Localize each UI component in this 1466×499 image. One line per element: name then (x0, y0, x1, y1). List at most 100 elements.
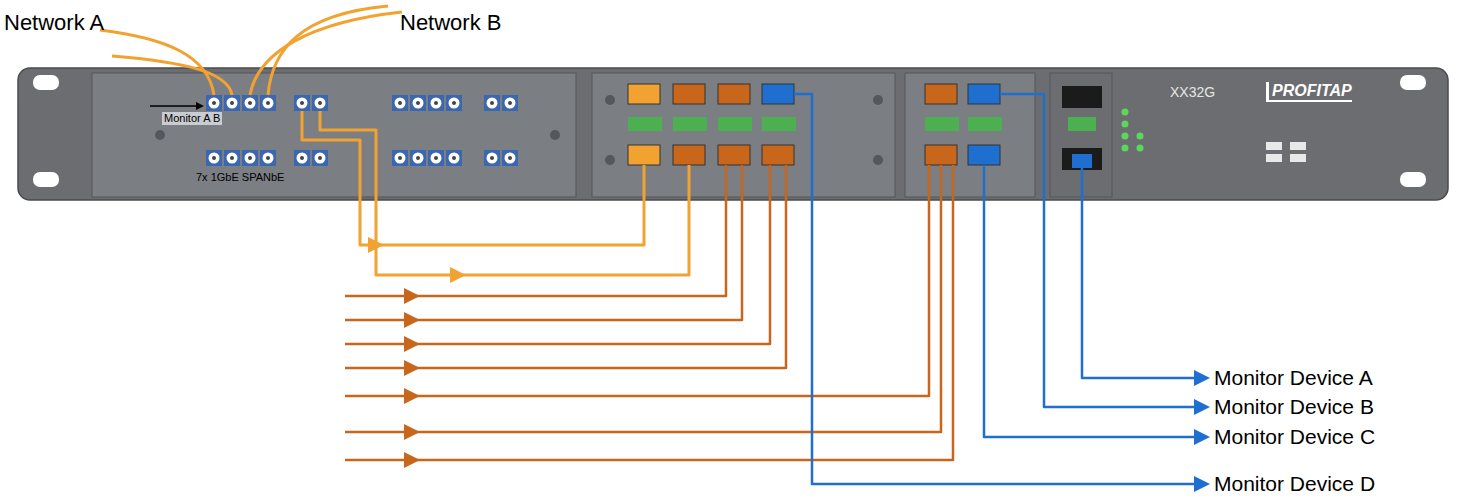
fiber-port-ring (413, 153, 424, 164)
monitor-device-label: Monitor Device B (1214, 395, 1374, 419)
link-led-tab (925, 117, 959, 131)
link-led-tab (1068, 117, 1096, 131)
fiber-port (502, 150, 518, 166)
link-led-tab (718, 117, 752, 131)
fiber-port-core (490, 156, 494, 160)
rack-hole (33, 75, 59, 90)
rj45-port (628, 84, 660, 104)
fiber-port (428, 150, 444, 166)
fiber-port-core (300, 156, 304, 160)
span-cable (345, 165, 726, 296)
status-led (1122, 133, 1129, 140)
status-led (1122, 145, 1129, 152)
chassis (18, 68, 1448, 200)
fiber-port-ring (209, 98, 220, 109)
fiber-port-core (490, 101, 494, 105)
cable-arrowhead (404, 312, 420, 328)
span-cable (345, 165, 953, 460)
port-annotation: Monitor A B (162, 112, 222, 125)
fiber-port-core (398, 156, 402, 160)
rj45-port (718, 145, 750, 165)
fiber-port-ring (431, 98, 442, 109)
fiber-port (484, 150, 500, 166)
fiber-port-core (434, 156, 438, 160)
fiber-port-core (452, 156, 456, 160)
fiber-port (206, 150, 222, 166)
fiber-port-core (230, 156, 234, 160)
fiber-port-ring (431, 153, 442, 164)
cable-arrowhead (1194, 399, 1210, 415)
fiber-port-ring (395, 98, 406, 109)
rj45-port (628, 145, 660, 165)
fiber-port (410, 95, 426, 111)
indicator-legend-box (1290, 142, 1306, 150)
fiber-port-core (300, 101, 304, 105)
fiber-port (294, 95, 310, 111)
fiber-port-ring (209, 153, 220, 164)
panel-screw (605, 95, 615, 105)
rack-hole (33, 172, 59, 187)
span-cable (345, 165, 941, 432)
cable-arrowhead (404, 388, 420, 404)
fiber-port-ring (297, 98, 308, 109)
monitor-cable (320, 111, 689, 275)
span-cable (345, 165, 929, 396)
fiber-port-ring (263, 98, 274, 109)
fiber-port-ring (263, 153, 274, 164)
indicator-legend-box (1266, 154, 1282, 162)
fiber-port-core (508, 156, 512, 160)
link-led-tab (762, 117, 796, 131)
rj45-port (673, 84, 705, 104)
monitor-output-cable (794, 94, 1200, 484)
monitor-device-label: Monitor Device A (1214, 366, 1373, 390)
brand-logo: PROFITAP (1266, 82, 1352, 102)
fiber-port (484, 95, 500, 111)
fiber-port-core (212, 156, 216, 160)
copper-panel-2 (905, 73, 1035, 197)
span-cable (345, 165, 786, 368)
link-led-tab (628, 117, 662, 131)
fiber-port (224, 150, 240, 166)
indicator-legend-box (1266, 142, 1282, 150)
rj45-port (925, 145, 957, 165)
pointer-arrowhead (196, 102, 204, 110)
fiber-port-ring (505, 98, 516, 109)
rj45-port (673, 145, 705, 165)
fiber-port-core (248, 101, 252, 105)
panel-screw (155, 130, 165, 140)
fiber-port-core (508, 101, 512, 105)
cable-arrowhead (404, 424, 420, 440)
rj45-port (968, 145, 1000, 165)
panel-screw (605, 155, 615, 165)
sfp-slot (1062, 86, 1102, 108)
fiber-port-ring (315, 98, 326, 109)
cable-arrowhead (404, 288, 420, 304)
fiber-port (428, 95, 444, 111)
rj45-port (718, 84, 750, 104)
status-led (1137, 145, 1144, 152)
fiber-port-core (416, 101, 420, 105)
fiber-panel (92, 73, 576, 197)
network-b-cable (268, 6, 388, 95)
panel-screw (873, 95, 883, 105)
fiber-port-ring (395, 153, 406, 164)
fiber-port (242, 150, 258, 166)
fiber-port-ring (487, 98, 498, 109)
fiber-port-core (398, 101, 402, 105)
cable-arrowhead (404, 452, 420, 468)
indicator-legend-box (1290, 154, 1306, 162)
fiber-port-core (416, 156, 420, 160)
fiber-port (446, 150, 462, 166)
cable-arrowhead (1194, 429, 1210, 445)
fiber-port-ring (449, 153, 460, 164)
fiber-port (446, 95, 462, 111)
fiber-port-ring (227, 98, 238, 109)
fiber-port-ring (245, 153, 256, 164)
fiber-port-core (434, 101, 438, 105)
status-led (1137, 133, 1144, 140)
cables (100, 6, 1210, 492)
fiber-port-ring (487, 153, 498, 164)
monitor-device-label: Monitor Device D (1214, 472, 1375, 496)
